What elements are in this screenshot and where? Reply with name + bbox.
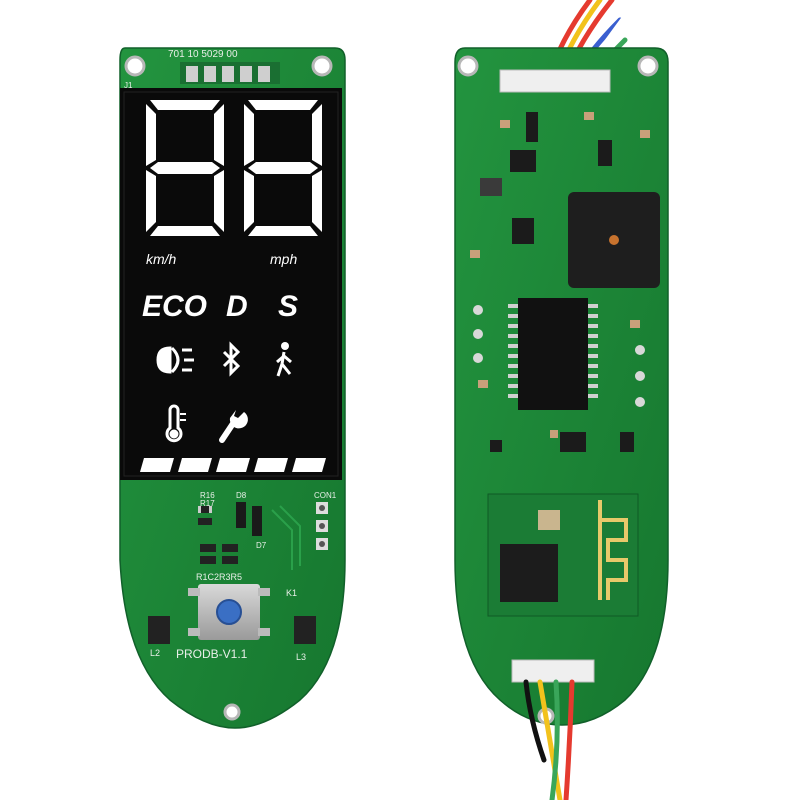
wire-bundle-bottom [523,679,575,800]
mode-d: D [226,290,248,323]
silkscreen-r1c2r3r5: R1C2R3R5 [196,572,242,582]
silkscreen-l2: L2 [150,648,160,658]
silkscreen-model: PRODB-V1.1 [176,647,248,661]
inductor [294,616,316,644]
smd-components [198,502,328,570]
unit-mph: mph [270,251,297,267]
thermometer-icon [165,404,186,443]
silkscreen-con1: CON1 [314,491,337,500]
silkscreen-d8: D8 [236,491,247,500]
mounting-hole [124,55,146,77]
silkscreen-r17: R17 [200,499,215,508]
silkscreen-k1: K1 [286,588,297,598]
silkscreen-part-number: 701 10 5029 00 [168,49,238,60]
speed-digit [146,100,224,236]
smd-components [470,112,650,452]
mounting-hole [311,55,333,77]
bottom-connector [511,659,595,683]
inductor [148,616,170,644]
unit-kmh: km/h [146,251,177,267]
mounting-hole [457,55,479,77]
silkscreen-r16: R16 [200,491,215,500]
headlight-icon [156,346,194,374]
tactile-button [188,584,270,640]
pedestrian-icon [276,342,292,377]
lcd-display [120,88,342,480]
top-connector [499,69,611,93]
wrench-icon [219,410,248,443]
silkscreen-d7: D7 [256,541,267,550]
header-pins [180,62,280,84]
mounting-hole [223,703,241,721]
speed-digit [244,100,322,236]
mcu-chip [508,298,598,410]
mounting-hole [637,55,659,77]
silkscreen-l3: L3 [296,652,306,662]
mode-eco: ECO [142,290,207,323]
front-board: 701 10 5029 00 J1 km/h mph ECO [119,47,346,729]
back-board [454,0,669,800]
mode-s: S [278,290,298,323]
silkscreen-j1: J1 [124,81,133,90]
bluetooth-icon [222,341,241,377]
battery-bar [140,458,326,472]
bluetooth-module [487,493,639,617]
